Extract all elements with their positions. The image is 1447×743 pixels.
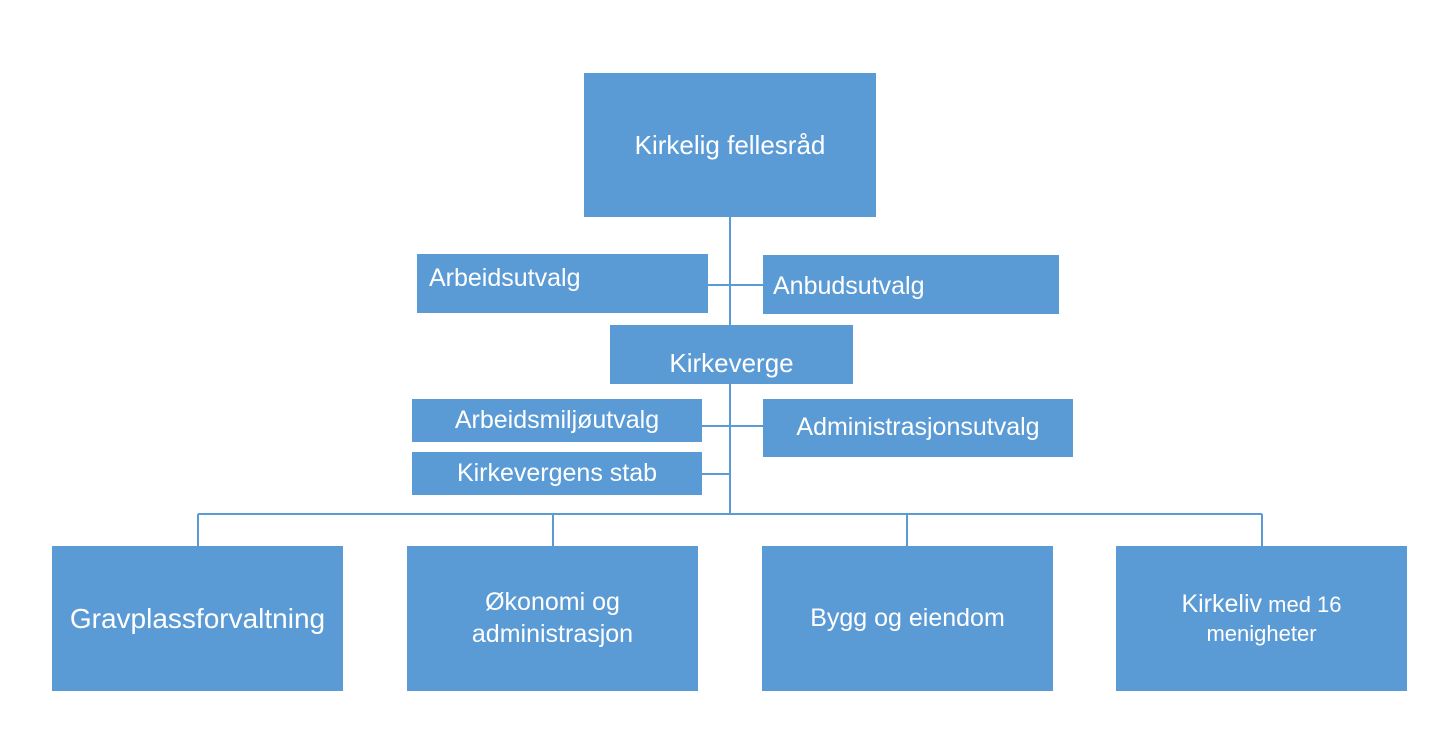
node-arbeidsmiljoutvalg: Arbeidsmiljøutvalg <box>412 399 702 442</box>
node-kirkeverge: Kirkeverge <box>610 325 853 384</box>
node-anbudsutvalg: Anbudsutvalg <box>763 255 1059 314</box>
node-label-line-1b: med 16 <box>1262 592 1342 618</box>
node-label: Kirkevergens stab <box>456 458 658 487</box>
node-label-line-2: administrasjon <box>471 619 634 648</box>
node-gravplassforvaltning: Gravplassforvaltning <box>52 546 343 691</box>
node-label: Kirkelig fellesråd <box>634 129 826 160</box>
node-arbeidsutvalg: Arbeidsutvalg <box>417 254 708 313</box>
node-label-line-1a: Kirkeliv <box>1181 590 1263 619</box>
node-label-line-1: Økonomi og <box>485 588 620 617</box>
node-okonomi-og-administrasjon: Økonomi og administrasjon <box>407 546 698 691</box>
node-kirkevergens-stab: Kirkevergens stab <box>412 452 702 495</box>
node-label: Kirkeliv med 16 menigheter <box>1181 589 1341 648</box>
node-label-line-2: menigheter <box>1206 621 1317 647</box>
node-label: Kirkeverge <box>669 348 794 378</box>
node-label: Økonomi og administrasjon <box>472 587 633 650</box>
node-kirkelig-fellesrad: Kirkelig fellesråd <box>584 73 876 217</box>
node-label-line-1: Kirkeliv med 16 <box>1181 589 1341 620</box>
node-bygg-og-eiendom: Bygg og eiendom <box>762 546 1053 691</box>
node-kirkeliv-med-16-menigheter: Kirkeliv med 16 menigheter <box>1116 546 1407 691</box>
node-label: Arbeidsmiljøutvalg <box>454 405 660 434</box>
node-administrasjonsutvalg: Administrasjonsutvalg <box>763 399 1073 457</box>
node-label: Arbeidsutvalg <box>429 264 581 292</box>
node-label: Anbudsutvalg <box>773 272 925 300</box>
node-label: Gravplassforvaltning <box>69 603 326 634</box>
node-label: Bygg og eiendom <box>810 603 1005 632</box>
node-label: Administrasjonsutvalg <box>796 413 1040 442</box>
